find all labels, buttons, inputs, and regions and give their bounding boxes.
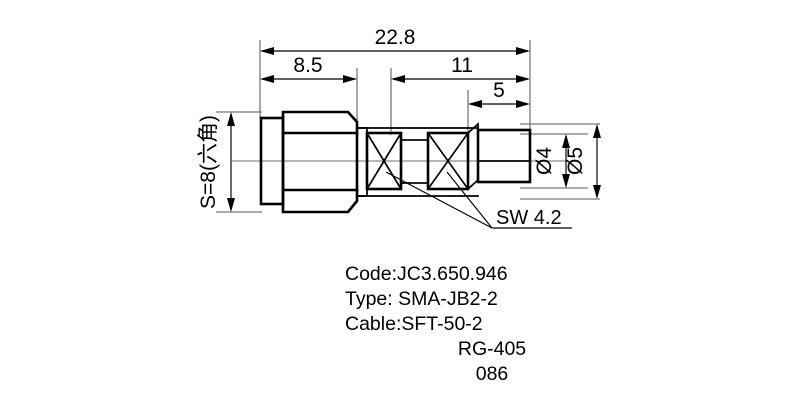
part-outline-group [259, 110, 532, 214]
arrow-8-5-left [260, 75, 274, 83]
extension-lines-group [216, 40, 600, 213]
dimension-cable-entry-length: 5 [468, 79, 530, 108]
arrow-5-right [516, 100, 530, 108]
spec-code-line: Code:JC3.650.946 [345, 263, 508, 285]
leader-sw-left [385, 171, 493, 229]
dim-text-5: 5 [493, 79, 505, 102]
arrow-dia4-top [562, 134, 570, 148]
annotation-sw-4-2: SW 4.2 [385, 171, 572, 229]
spec-cable-alt-2: 086 [475, 363, 509, 385]
dimension-outer-diameter: Ø5 [564, 124, 601, 199]
dim-text-dia4: Ø4 [533, 147, 556, 175]
square-right-diagonal-b [426, 131, 470, 191]
dimension-hex-across-flats: S=8(六角) [197, 112, 235, 212]
dimension-body-length: 11 [391, 54, 530, 83]
arrow-s8-bottom [227, 198, 235, 212]
dimension-hex-nut-length: 8.5 [260, 54, 357, 83]
dimension-inner-diameter: Ø4 [533, 134, 570, 188]
specification-block: Code:JC3.650.946 Type: SMA-JB2-2 Cable:S… [345, 262, 605, 387]
square-right-chamfer [466, 122, 479, 191]
arrow-11-right [516, 75, 530, 83]
arrow-8-5-right [343, 75, 357, 83]
dim-text-8-5: 8.5 [293, 54, 322, 77]
arrow-22-8-right [516, 47, 530, 55]
arrow-dia5-bottom [593, 185, 601, 199]
arrow-5-left [468, 100, 482, 108]
dimension-overall-length: 22.8 [260, 26, 530, 55]
dim-text-dia5: Ø5 [564, 147, 587, 175]
dim-text-s8: S=8(六角) [197, 115, 220, 209]
arrow-s8-top [227, 112, 235, 126]
arrow-dia5-top [593, 124, 601, 138]
arrow-11-left [391, 75, 405, 83]
dim-text-22-8: 22.8 [375, 26, 416, 49]
dim-text-11: 11 [451, 54, 473, 77]
spec-cable-line: Cable:SFT-50-2 [345, 313, 483, 335]
leader-sw-right [446, 171, 493, 229]
spec-type-line: Type: SMA-JB2-2 [345, 288, 498, 310]
nut-shoulder [356, 127, 368, 197]
annotation-text-sw-4-2: SW 4.2 [496, 207, 562, 229]
square-section-right [426, 131, 470, 191]
arrow-22-8-left [260, 47, 274, 55]
arrow-dia4-bottom [562, 174, 570, 188]
cable-entry-cylinder [476, 128, 532, 184]
spec-cable-alt-1: RG-405 [457, 338, 527, 360]
square-left-diagonal-b [365, 131, 403, 191]
hex-nut-body [281, 110, 359, 214]
